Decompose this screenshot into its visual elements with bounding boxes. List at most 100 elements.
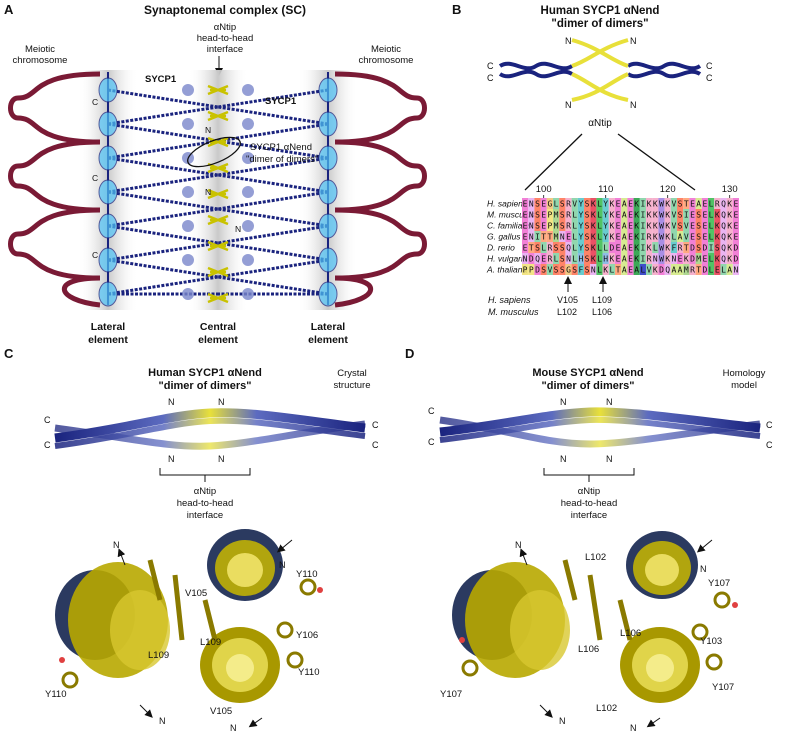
residue-letter: L (597, 222, 602, 231)
residue-cell (522, 198, 529, 209)
residue-letter: D (733, 244, 738, 253)
residue-letter: N (529, 233, 534, 242)
residue-letter: Q (721, 200, 726, 209)
residue-cell (565, 253, 572, 264)
residue-cell (565, 264, 572, 275)
residue-cell (652, 198, 659, 209)
residue-letter: P (547, 222, 552, 231)
terminus-c-1: C (92, 97, 98, 107)
residue-cell (732, 209, 739, 220)
helix-right-2 (626, 69, 702, 79)
residue-cell (652, 220, 659, 231)
residue-cell (683, 198, 690, 209)
residue-cell (590, 198, 597, 209)
residue-cell (720, 242, 727, 253)
residue-cell (627, 242, 634, 253)
residue-cell (639, 198, 646, 209)
b-terminus-n-4: N (630, 100, 637, 110)
c-term-7: C (372, 420, 379, 430)
c-bterm-2: N (279, 560, 286, 570)
residue-letter: G (547, 200, 552, 209)
residue-cell (695, 264, 702, 275)
panel-a-letter: A (4, 2, 14, 17)
residue-letter: W (659, 222, 664, 231)
residue-letter: L (609, 266, 614, 275)
sycp1-filament (107, 275, 219, 296)
residue-cell (571, 264, 578, 275)
c-helix-3 (54, 420, 366, 450)
residue-cell (584, 253, 591, 264)
residue-cell (677, 198, 684, 209)
residue-cell (522, 264, 529, 275)
residue-letter: E (733, 211, 738, 220)
d-res-4: Y103 (700, 636, 722, 647)
sycp1-filament (217, 224, 329, 245)
ntip-crossing (207, 136, 229, 148)
residue-letter: K (591, 222, 596, 231)
residue-cell (577, 264, 584, 275)
sycp1-filament (217, 190, 329, 211)
c-res-8: V105 (210, 706, 232, 717)
residue-letter: K (653, 200, 658, 209)
residue-cell (714, 198, 721, 209)
residue-letter: V (684, 222, 689, 231)
residue-letter: P (547, 211, 552, 220)
residue-cell (627, 198, 634, 209)
central-node (242, 288, 254, 300)
residue-letter: D (702, 244, 707, 253)
sycp1-filament (217, 105, 329, 126)
residue-letter: P (529, 266, 534, 275)
sycp1-filament (107, 122, 219, 143)
residue-cell (677, 231, 684, 242)
residue-cell (646, 220, 653, 231)
b-terminus-c-3: C (706, 61, 713, 71)
residue-cell (565, 198, 572, 209)
residue-cell (590, 242, 597, 253)
residue-letter: K (647, 211, 652, 220)
residue-letter: W (659, 233, 664, 242)
residue-letter: L (709, 211, 714, 220)
residue-letter: A (678, 233, 683, 242)
residue-cell (670, 264, 677, 275)
residue-letter: K (591, 244, 596, 253)
d-res-3: L106 (620, 628, 641, 639)
residue-cell (633, 264, 640, 275)
residue-cell (689, 231, 696, 242)
residue-letter: Q (566, 244, 571, 253)
residue-letter: R (547, 244, 552, 253)
sycp1-filament (217, 241, 329, 262)
central-node (182, 220, 194, 232)
c-interface-3: interface (187, 510, 223, 521)
residue-letter: F (671, 244, 676, 253)
residue-cell (670, 242, 677, 253)
terminus-n-2: N (205, 187, 211, 197)
marker-species-2: M. musculus (488, 307, 539, 317)
central-element-2: element (198, 334, 238, 346)
residue-letter: K (715, 222, 720, 231)
lateral-node (318, 247, 338, 273)
central-node (182, 186, 194, 198)
residue-letter: E (702, 233, 707, 242)
residue-letter: L (597, 200, 602, 209)
panel-c-note-1: Crystal (337, 368, 367, 379)
d-term-3: N (560, 397, 567, 407)
lateral-node (318, 145, 338, 171)
c-bterm-4: N (230, 723, 237, 733)
residue-cell (701, 231, 708, 242)
residue-letter: A (671, 266, 676, 275)
residue-letter: S (560, 255, 565, 264)
residue-cell (596, 198, 603, 209)
residue-cell (615, 198, 622, 209)
residue-letter: M (684, 266, 689, 275)
residue-cell (701, 264, 708, 275)
residue-cell (658, 264, 665, 275)
residue-cell (708, 198, 715, 209)
residue-cell (522, 253, 529, 264)
panel-d-note-2: model (731, 380, 757, 391)
residue-letter: N (529, 200, 534, 209)
residue-letter: F (578, 266, 583, 275)
residue-cell (602, 253, 609, 264)
residue-letter: E (628, 222, 633, 231)
residue-letter: E (678, 255, 683, 264)
residue-letter: K (665, 200, 670, 209)
